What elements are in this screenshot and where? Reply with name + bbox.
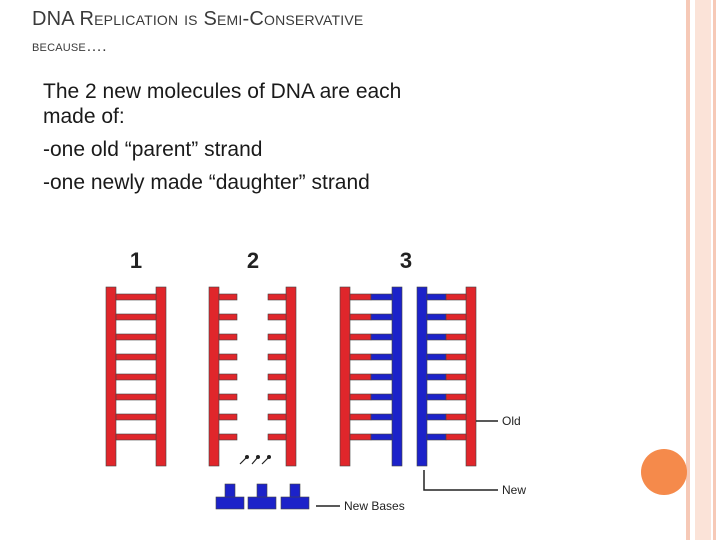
mol3a-new-half-rung <box>370 413 393 421</box>
mol3a-old-strand <box>339 286 351 467</box>
body-line-3: -one old “parent” strand <box>43 138 263 161</box>
mol3b-new-half-rung <box>426 353 447 361</box>
mol3b-new-half-rung <box>426 433 447 441</box>
mol2-right-half-rung <box>267 313 287 321</box>
new-bases-group <box>215 483 310 510</box>
mol2-left-half-rung <box>218 313 238 321</box>
new-base-foot <box>280 496 310 510</box>
mol3b-new-half-rung <box>426 393 447 401</box>
new-pointer-line <box>423 470 498 491</box>
mol2-right-half-rung <box>267 373 287 381</box>
mol1-rung <box>115 333 157 341</box>
mol3a-new-half-rung <box>370 293 393 301</box>
body-line-4: -one newly made “daughter” strand <box>43 171 370 194</box>
slide-title-line2: because…. <box>32 38 107 55</box>
mol1-rung <box>115 353 157 361</box>
mol3b-old-half-rung <box>445 373 467 381</box>
mol1-rung <box>115 433 157 441</box>
mol3b-new-strand <box>416 286 428 467</box>
mol3a-new-half-rung <box>370 393 393 401</box>
mol3b-new-half-rung <box>426 413 447 421</box>
body-line-1: The 2 new molecules of DNA are each <box>43 80 402 103</box>
mol3b-new-half-rung <box>426 333 447 341</box>
mol3b-old-strand <box>465 286 477 467</box>
decor-stripe-inner <box>695 0 711 540</box>
new-base-foot <box>215 496 245 510</box>
mol3a-new-strand <box>391 286 403 467</box>
mol3a-old-half-rung <box>349 353 372 361</box>
mol3a-new-half-rung <box>370 433 393 441</box>
mol3a-new-half-rung <box>370 373 393 381</box>
decor-orange-circle <box>641 449 687 495</box>
mol3b-old-half-rung <box>445 353 467 361</box>
mol2-left-half-rung <box>218 353 238 361</box>
mol3a-new-half-rung <box>370 333 393 341</box>
mol3b-old-half-rung <box>445 413 467 421</box>
step-label-1: 1 <box>130 248 142 273</box>
mol2-right-half-rung <box>267 333 287 341</box>
mol2-right-strand <box>285 286 297 467</box>
mol3a-old-half-rung <box>349 313 372 321</box>
mol3a-new-half-rung <box>370 313 393 321</box>
step-label-3: 3 <box>400 248 412 273</box>
slide-title-line1: DNA Replication is Semi-Conservative <box>32 8 364 30</box>
decor-stripe-edge <box>713 0 716 540</box>
mol2-right-half-rung <box>267 433 287 441</box>
dna-ladders <box>105 286 477 467</box>
slide-body: The 2 new molecules of DNA are each made… <box>43 79 513 203</box>
mol3b-old-half-rung <box>445 313 467 321</box>
mol3a-old-half-rung <box>349 433 372 441</box>
mol3a-old-half-rung <box>349 413 372 421</box>
mol1-right-strand <box>155 286 167 467</box>
new-base-stem <box>224 483 236 499</box>
mol1-rung <box>115 413 157 421</box>
mol2-right-half-rung <box>267 413 287 421</box>
new-base-foot <box>247 496 277 510</box>
mol2-left-half-rung <box>218 373 238 381</box>
mol2-left-half-rung <box>218 413 238 421</box>
label-new: New <box>502 483 526 497</box>
mol3a-old-half-rung <box>349 293 372 301</box>
new-base-stem <box>289 483 301 499</box>
mol3b-new-half-rung <box>426 373 447 381</box>
label-new-bases: New Bases <box>344 499 405 513</box>
unzip-dots <box>239 455 271 465</box>
mol1-rung <box>115 293 157 301</box>
mol2-left-half-rung <box>218 333 238 341</box>
mol3b-new-half-rung <box>426 293 447 301</box>
mol3b-old-half-rung <box>445 293 467 301</box>
mol3a-new-half-rung <box>370 353 393 361</box>
step-label-2: 2 <box>247 248 259 273</box>
mol2-left-half-rung <box>218 433 238 441</box>
label-old: Old <box>502 414 521 428</box>
mol2-right-half-rung <box>267 393 287 401</box>
mol1-rung <box>115 373 157 381</box>
mol2-left-half-rung <box>218 393 238 401</box>
mol2-left-strand <box>208 286 220 467</box>
mol1-rung <box>115 393 157 401</box>
mol3a-old-half-rung <box>349 333 372 341</box>
slide-title: DNA Replication is Semi-Conservative bec… <box>32 3 652 58</box>
mol3b-new-half-rung <box>426 313 447 321</box>
mol2-left-half-rung <box>218 293 238 301</box>
decor-stripe-outer <box>686 0 690 540</box>
mol2-right-half-rung <box>267 293 287 301</box>
mol2-right-half-rung <box>267 353 287 361</box>
body-line-2: made of: <box>43 105 125 128</box>
new-base-stem <box>256 483 268 499</box>
mol1-left-strand <box>105 286 117 467</box>
mol3a-old-half-rung <box>349 393 372 401</box>
mol3a-old-half-rung <box>349 373 372 381</box>
mol3b-old-half-rung <box>445 333 467 341</box>
mol3b-old-half-rung <box>445 433 467 441</box>
mol3b-old-half-rung <box>445 393 467 401</box>
mol1-rung <box>115 313 157 321</box>
